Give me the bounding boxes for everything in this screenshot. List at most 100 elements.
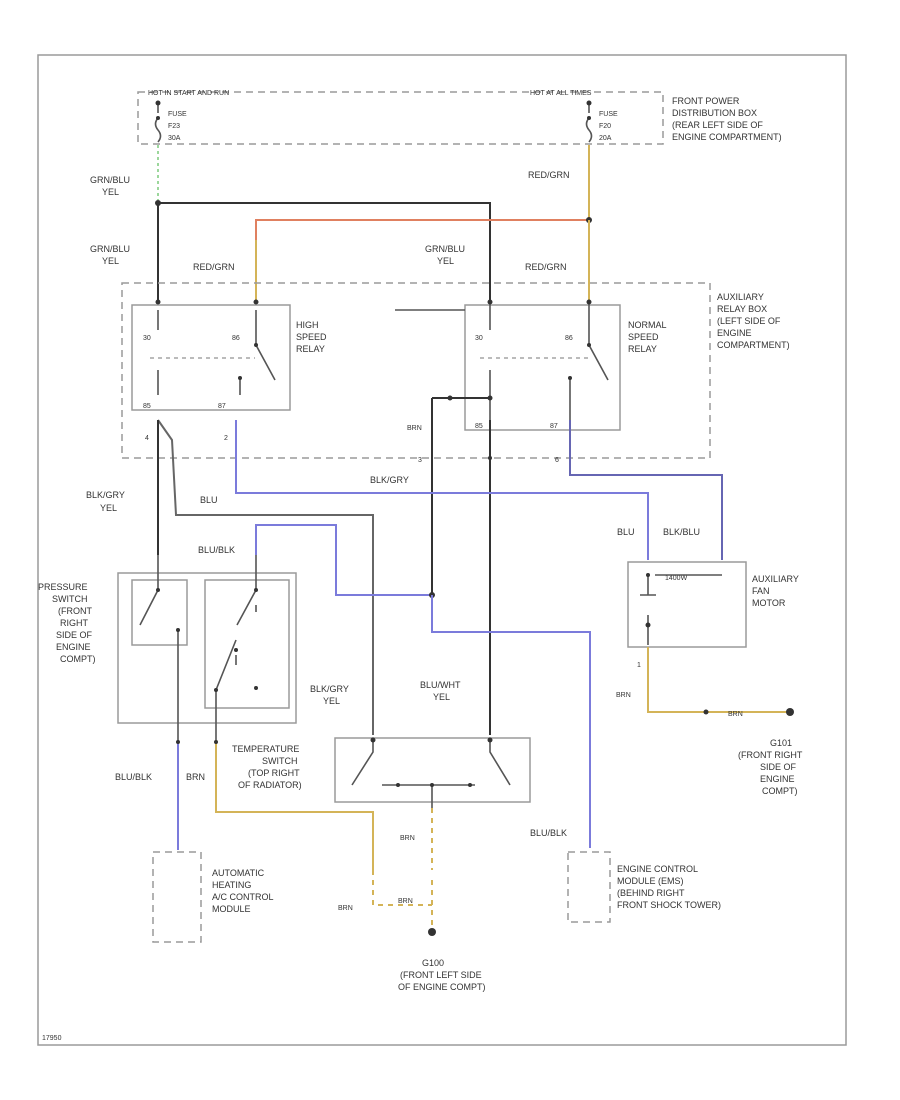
fuse-right-label: FUSE F20 20A xyxy=(599,111,618,142)
wire-label-brn-relay: BRN xyxy=(407,425,422,432)
wire-label-blk-gry-yel-2: YEL xyxy=(100,503,117,513)
pressure-switch-housing xyxy=(117,572,297,724)
wire-blue-junction-to-ecm xyxy=(431,595,591,848)
svg-text:AUXILIARY: AUXILIARY xyxy=(752,574,799,584)
svg-text:SWITCH: SWITCH xyxy=(52,594,88,604)
svg-text:AUXILIARY: AUXILIARY xyxy=(717,292,764,302)
svg-text:FRONT POWER: FRONT POWER xyxy=(672,96,740,106)
svg-text:RELAY: RELAY xyxy=(296,344,325,354)
svg-text:MODULE: MODULE xyxy=(212,904,251,914)
svg-text:SIDE OF: SIDE OF xyxy=(56,630,93,640)
wire-label-ns-right: RED/GRN xyxy=(525,262,567,272)
svg-text:FRONT SHOCK TOWER): FRONT SHOCK TOWER) xyxy=(617,900,721,910)
pin-4: 4 xyxy=(145,435,149,442)
svg-text:ENGINE: ENGINE xyxy=(56,642,91,652)
pin-6: 6 xyxy=(555,457,559,464)
aux-fan-motor xyxy=(627,561,747,648)
wire-dark-gray-hs-85 xyxy=(157,419,374,735)
fuse-left-label: FUSE F23 30A xyxy=(168,111,187,142)
high-speed-relay-label: HIGH SPEED RELAY xyxy=(296,320,327,354)
svg-text:A/C CONTROL: A/C CONTROL xyxy=(212,892,274,902)
fuse-right-symbol xyxy=(585,100,593,143)
svg-text:G100: G100 xyxy=(422,958,444,968)
pin-hs-30: 30 xyxy=(143,335,151,342)
svg-text:HIGH: HIGH xyxy=(296,320,319,330)
wire-label-right-top: RED/GRN xyxy=(528,170,570,180)
svg-text:AUTOMATIC: AUTOMATIC xyxy=(212,868,265,878)
svg-text:ENGINE: ENGINE xyxy=(717,328,752,338)
pin-ns-30: 30 xyxy=(475,335,483,342)
wire-yellow-fan-ground xyxy=(647,647,790,713)
aux-relay-box-label: AUXILIARY RELAY BOX (LEFT SIDE OF ENGINE… xyxy=(717,292,790,350)
pin-ns-86: 86 xyxy=(565,335,573,342)
wire-label-blu-blk-bottom-left: BLU/BLK xyxy=(115,772,152,782)
pressure-switch-contacts xyxy=(139,555,258,740)
svg-text:ENGINE COMPARTMENT): ENGINE COMPARTMENT) xyxy=(672,132,782,142)
normal-speed-relay-contacts xyxy=(480,299,609,420)
svg-text:(FRONT: (FRONT xyxy=(58,606,92,616)
pressure-switch-right xyxy=(204,579,290,709)
svg-text:30A: 30A xyxy=(168,135,181,142)
svg-text:HEATING: HEATING xyxy=(212,880,251,890)
wire-label-left-top-2: YEL xyxy=(102,187,119,197)
svg-text:G101: G101 xyxy=(770,738,792,748)
pin-hs-87: 87 xyxy=(218,403,226,410)
engine-control-module xyxy=(567,851,611,923)
svg-text:COMPT): COMPT) xyxy=(762,786,798,796)
normal-speed-relay-label: NORMAL SPEED RELAY xyxy=(628,320,667,354)
svg-text:OF RADIATOR): OF RADIATOR) xyxy=(238,780,302,790)
svg-text:(LEFT SIDE OF: (LEFT SIDE OF xyxy=(717,316,781,326)
footer-code: 17950 xyxy=(42,1035,62,1042)
pressure-switch-label: PRESSURE SWITCH (FRONT RIGHT SIDE OF ENG… xyxy=(38,582,96,664)
aux-relay-box-outline xyxy=(121,282,711,459)
fuse-left-symbol xyxy=(154,100,162,143)
fuse-box-outline xyxy=(137,91,664,145)
normal-speed-relay xyxy=(464,304,621,431)
diagram-border xyxy=(37,54,847,1046)
svg-text:ENGINE: ENGINE xyxy=(760,774,795,784)
wire-dark-blue-ns-to-fan xyxy=(569,420,723,560)
wire-red-orange-bus xyxy=(255,219,589,240)
svg-text:SPEED: SPEED xyxy=(628,332,659,342)
wire-label-hs-right: RED/GRN xyxy=(193,262,235,272)
pressure-switch-left xyxy=(131,579,188,646)
ac-control-module-label: AUTOMATIC HEATING A/C CONTROL MODULE xyxy=(212,868,274,914)
wire-blue-pressure-to-junction xyxy=(255,524,432,596)
svg-text:FUSE: FUSE xyxy=(599,111,618,118)
svg-text:TEMPERATURE: TEMPERATURE xyxy=(232,744,299,754)
svg-text:20A: 20A xyxy=(599,135,612,142)
fuse-box-label-right: HOT AT ALL TIMES xyxy=(530,90,592,97)
svg-text:(TOP RIGHT: (TOP RIGHT xyxy=(248,768,300,778)
wire-blue-hs-to-fan xyxy=(235,420,649,560)
wire-label-brn-fan: BRN xyxy=(616,692,631,699)
wire-black-top-bus xyxy=(158,202,491,300)
wire-label-blk-gry-temp-2: YEL xyxy=(323,696,340,706)
svg-text:RIGHT: RIGHT xyxy=(60,618,89,628)
pin-hs-85: 85 xyxy=(143,403,151,410)
wire-label-hs-left-1: GRN/BLU xyxy=(90,244,130,254)
wire-label-hs-left-2: YEL xyxy=(102,256,119,266)
wire-black-ns-junction xyxy=(431,397,490,595)
wire-label-blu: BLU xyxy=(200,495,218,505)
pin-hs-86: 86 xyxy=(232,335,240,342)
motor-symbol xyxy=(640,573,722,645)
svg-text:PRESSURE: PRESSURE xyxy=(38,582,88,592)
svg-text:(BEHIND RIGHT: (BEHIND RIGHT xyxy=(617,888,685,898)
svg-text:(FRONT RIGHT: (FRONT RIGHT xyxy=(738,750,803,760)
wire-label-brn-bottom-left: BRN xyxy=(186,772,205,782)
svg-text:RELAY: RELAY xyxy=(628,344,657,354)
svg-text:SWITCH: SWITCH xyxy=(262,756,298,766)
wire-label-ns-left-1: GRN/BLU xyxy=(425,244,465,254)
fuse-box-description: FRONT POWER DISTRIBUTION BOX (REAR LEFT … xyxy=(672,96,782,142)
svg-text:RELAY BOX: RELAY BOX xyxy=(717,304,767,314)
wire-yellow-ground-join xyxy=(372,870,433,928)
svg-text:(REAR LEFT SIDE OF: (REAR LEFT SIDE OF xyxy=(672,120,763,130)
wire-yellow-pressure-to-ground xyxy=(215,740,374,870)
pin-ns-87: 87 xyxy=(550,423,558,430)
svg-text:MODULE (EMS): MODULE (EMS) xyxy=(617,876,684,886)
wire-label-left-top-1: GRN/BLU xyxy=(90,175,130,185)
wire-label-blu-blk-ecm: BLU/BLK xyxy=(530,828,567,838)
svg-text:FAN: FAN xyxy=(752,586,770,596)
pin-ns-85: 85 xyxy=(475,423,483,430)
svg-text:F20: F20 xyxy=(599,123,611,130)
